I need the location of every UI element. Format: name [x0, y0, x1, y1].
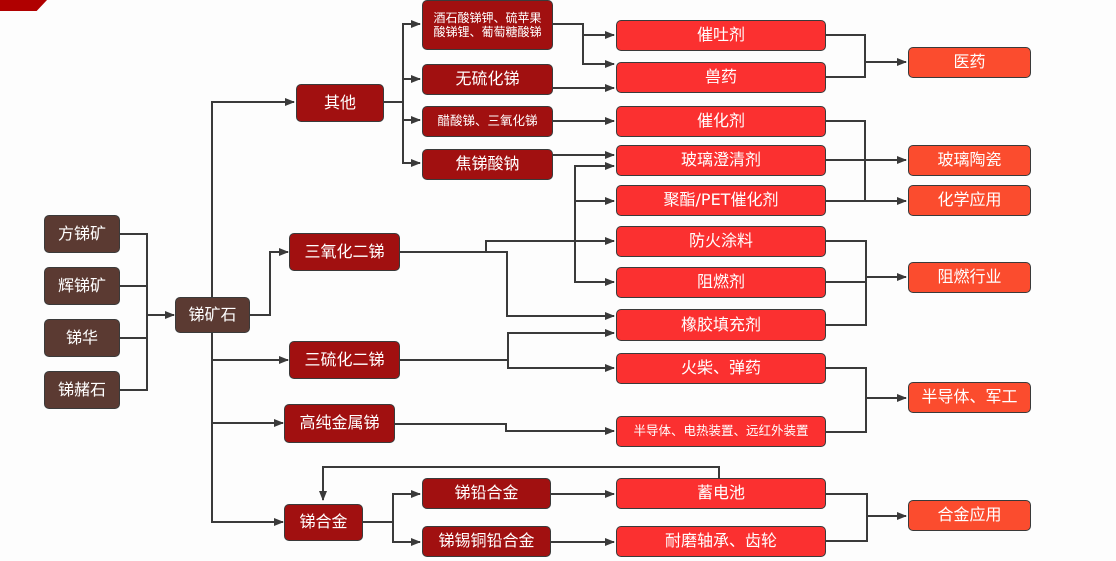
edge-cuitu-yiyao — [826, 34, 866, 78]
product-label: 耐磨轴承、齿轮 — [664, 531, 777, 551]
edge-hub-pure — [211, 360, 284, 427]
edge-sb2o3-main — [400, 237, 615, 253]
ore-label: 方锑矿 — [57, 223, 106, 243]
intermediate-node-pure-sb[interactable]: 高纯金属锑 — [284, 404, 395, 443]
edge-cuihua-huaxue — [826, 120, 866, 201]
ore-node[interactable]: 方锑矿 — [44, 215, 120, 253]
product-label: 阻燃剂 — [696, 272, 745, 292]
product-node[interactable]: 聚酯/PET催化剂 — [616, 185, 826, 216]
edge-sb2o3-xiangjiao — [486, 251, 615, 320]
product-node[interactable]: 兽药 — [616, 62, 826, 93]
edge-alloy-tinalloy — [392, 522, 421, 546]
edge-hub-sb2o3 — [250, 248, 289, 316]
edge-other-cusuan — [402, 102, 421, 124]
product-node[interactable]: 阻燃剂 — [616, 267, 826, 298]
industry-label: 医药 — [953, 52, 986, 72]
edge-other-split — [384, 20, 421, 103]
edge-jiushi-cuitu — [553, 23, 615, 39]
edge-sb2s3-huochai — [507, 360, 615, 372]
product-node[interactable]: 半导体、电热装置、远红外装置 — [616, 416, 826, 447]
product-label: 玻璃澄清剂 — [680, 150, 761, 170]
alloy-node[interactable]: 锑锡铜铅合金 — [422, 526, 551, 557]
industry-node[interactable]: 半导体、军工 — [908, 382, 1031, 413]
industry-node[interactable]: 化学应用 — [908, 185, 1031, 216]
product-label: 火柴、弹药 — [680, 358, 761, 378]
compound-node[interactable]: 醋酸锑、三氧化锑 — [422, 106, 553, 137]
edge-hub-other — [211, 98, 295, 297]
product-node[interactable]: 催化剂 — [616, 106, 826, 137]
ore-node[interactable]: 锑赭石 — [44, 371, 120, 409]
product-label: 蓄电池 — [696, 483, 745, 503]
product-label: 兽药 — [704, 67, 737, 87]
intermediate-node-alloy[interactable]: 锑合金 — [284, 504, 363, 541]
product-node[interactable]: 玻璃澄清剂 — [616, 145, 826, 176]
alloy-label: 锑锡铜铅合金 — [438, 531, 535, 551]
intermediate-node-sb2o3[interactable]: 三氧化二锑 — [289, 233, 400, 271]
product-label: 半导体、电热装置、远红外装置 — [633, 423, 809, 439]
edge-battery-recycle — [319, 466, 720, 501]
product-node[interactable]: 蓄电池 — [616, 478, 826, 509]
edge-pure-semi — [395, 423, 615, 435]
ore-node[interactable]: 锑华 — [44, 319, 120, 357]
industry-label: 半导体、军工 — [921, 387, 1018, 407]
compound-node[interactable]: 焦锑酸钠 — [422, 149, 553, 180]
edge-jiushi-shouyao — [582, 35, 615, 68]
product-node[interactable]: 防火涂料 — [616, 226, 826, 257]
edge-sb2o3-zuran — [574, 241, 615, 286]
industry-node[interactable]: 阻燃行业 — [908, 262, 1031, 293]
hub-label: 锑矿石 — [188, 304, 237, 324]
industry-label: 合金应用 — [937, 505, 1002, 525]
industry-label: 阻燃行业 — [937, 267, 1002, 287]
edge-huochai-junggong — [826, 367, 867, 433]
product-node[interactable]: 耐磨轴承、齿轮 — [616, 526, 826, 557]
product-node[interactable]: 催吐剂 — [616, 20, 826, 51]
compound-node[interactable]: 酒石酸锑钾、硫苹果酸锑锂、葡萄糖酸锑 — [422, 0, 553, 50]
product-label: 聚酯/PET催化剂 — [663, 190, 779, 210]
product-node[interactable]: 橡胶填充剂 — [616, 309, 826, 341]
intermediate-label: 高纯金属锑 — [299, 413, 380, 433]
ore-label: 辉锑矿 — [57, 275, 106, 295]
ore-label: 锑赭石 — [57, 379, 106, 399]
intermediate-node-other[interactable]: 其他 — [296, 84, 384, 122]
product-label: 橡胶填充剂 — [680, 314, 761, 334]
edge-hub-sb2s3 — [211, 333, 289, 364]
edge-fangtikuang-hub — [120, 233, 148, 315]
product-label: 催化剂 — [696, 111, 745, 131]
industry-node[interactable]: 医药 — [908, 47, 1031, 78]
industry-label: 化学应用 — [937, 190, 1002, 210]
product-node[interactable]: 火柴、弹药 — [616, 353, 826, 384]
industry-node[interactable]: 合金应用 — [908, 500, 1031, 531]
ore-node[interactable]: 辉锑矿 — [44, 267, 120, 305]
ore-label: 锑华 — [65, 327, 98, 347]
industry-label: 玻璃陶瓷 — [937, 150, 1002, 170]
alloy-label: 锑铅合金 — [454, 483, 519, 503]
edge-tizheshi-hub — [120, 315, 148, 391]
intermediate-label: 锑合金 — [299, 512, 348, 532]
intermediate-node-sb2s3[interactable]: 三硫化二锑 — [289, 341, 400, 379]
compound-label: 焦锑酸钠 — [455, 154, 520, 174]
industry-node[interactable]: 玻璃陶瓷 — [908, 145, 1031, 176]
edge-battery-hejin — [826, 493, 868, 542]
product-label: 防火涂料 — [688, 231, 753, 251]
intermediate-label: 三氧化二锑 — [304, 241, 385, 261]
edge-other-jiaoti — [402, 120, 421, 167]
edge-alloy-split — [363, 490, 421, 523]
product-label: 催吐剂 — [696, 25, 745, 45]
hub-node[interactable]: 锑矿石 — [175, 297, 250, 333]
header-banner-accent — [0, 0, 47, 11]
intermediate-label: 其他 — [323, 92, 356, 112]
compound-label: 酒石酸锑钾、硫苹果酸锑锂、葡萄糖酸锑 — [433, 10, 542, 39]
compound-node[interactable]: 无硫化锑 — [422, 64, 553, 95]
edge-sb2o3-up — [574, 162, 615, 241]
compound-label: 无硫化锑 — [455, 69, 520, 89]
compound-label: 醋酸锑、三氧化锑 — [437, 113, 538, 129]
intermediate-label: 三硫化二锑 — [304, 349, 385, 369]
edge-sb2s3-main — [400, 329, 615, 361]
alloy-node[interactable]: 锑铅合金 — [422, 478, 551, 509]
edge-hub-alloy — [211, 423, 284, 526]
